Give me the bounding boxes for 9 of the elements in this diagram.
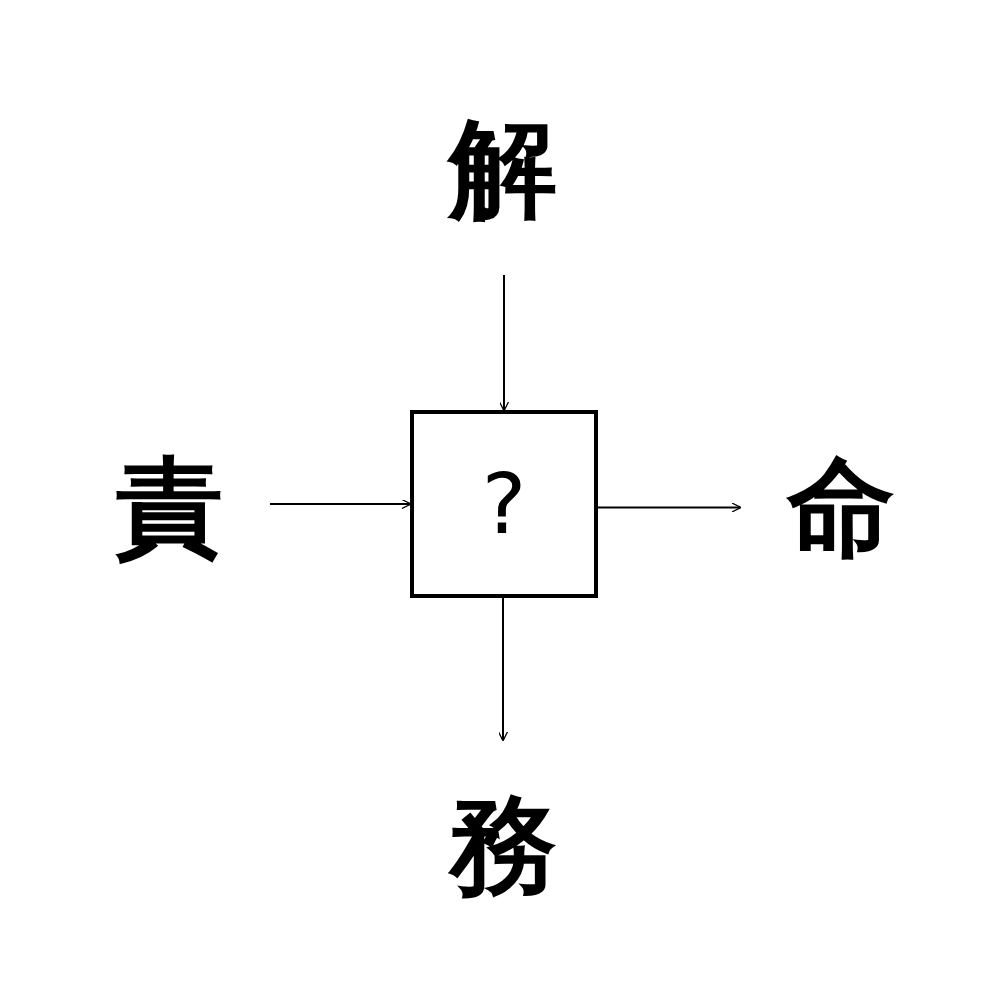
kanji-character: 命: [787, 453, 895, 562]
arrow: [269, 498, 412, 510]
arrow: [497, 597, 509, 742]
arrow: [498, 274, 510, 412]
arrow: [597, 502, 742, 513]
question-mark: ?: [481, 462, 527, 546]
answer-box: [410, 410, 598, 598]
kanji-character: 責: [115, 453, 223, 562]
kanji-character: 務: [449, 792, 557, 900]
